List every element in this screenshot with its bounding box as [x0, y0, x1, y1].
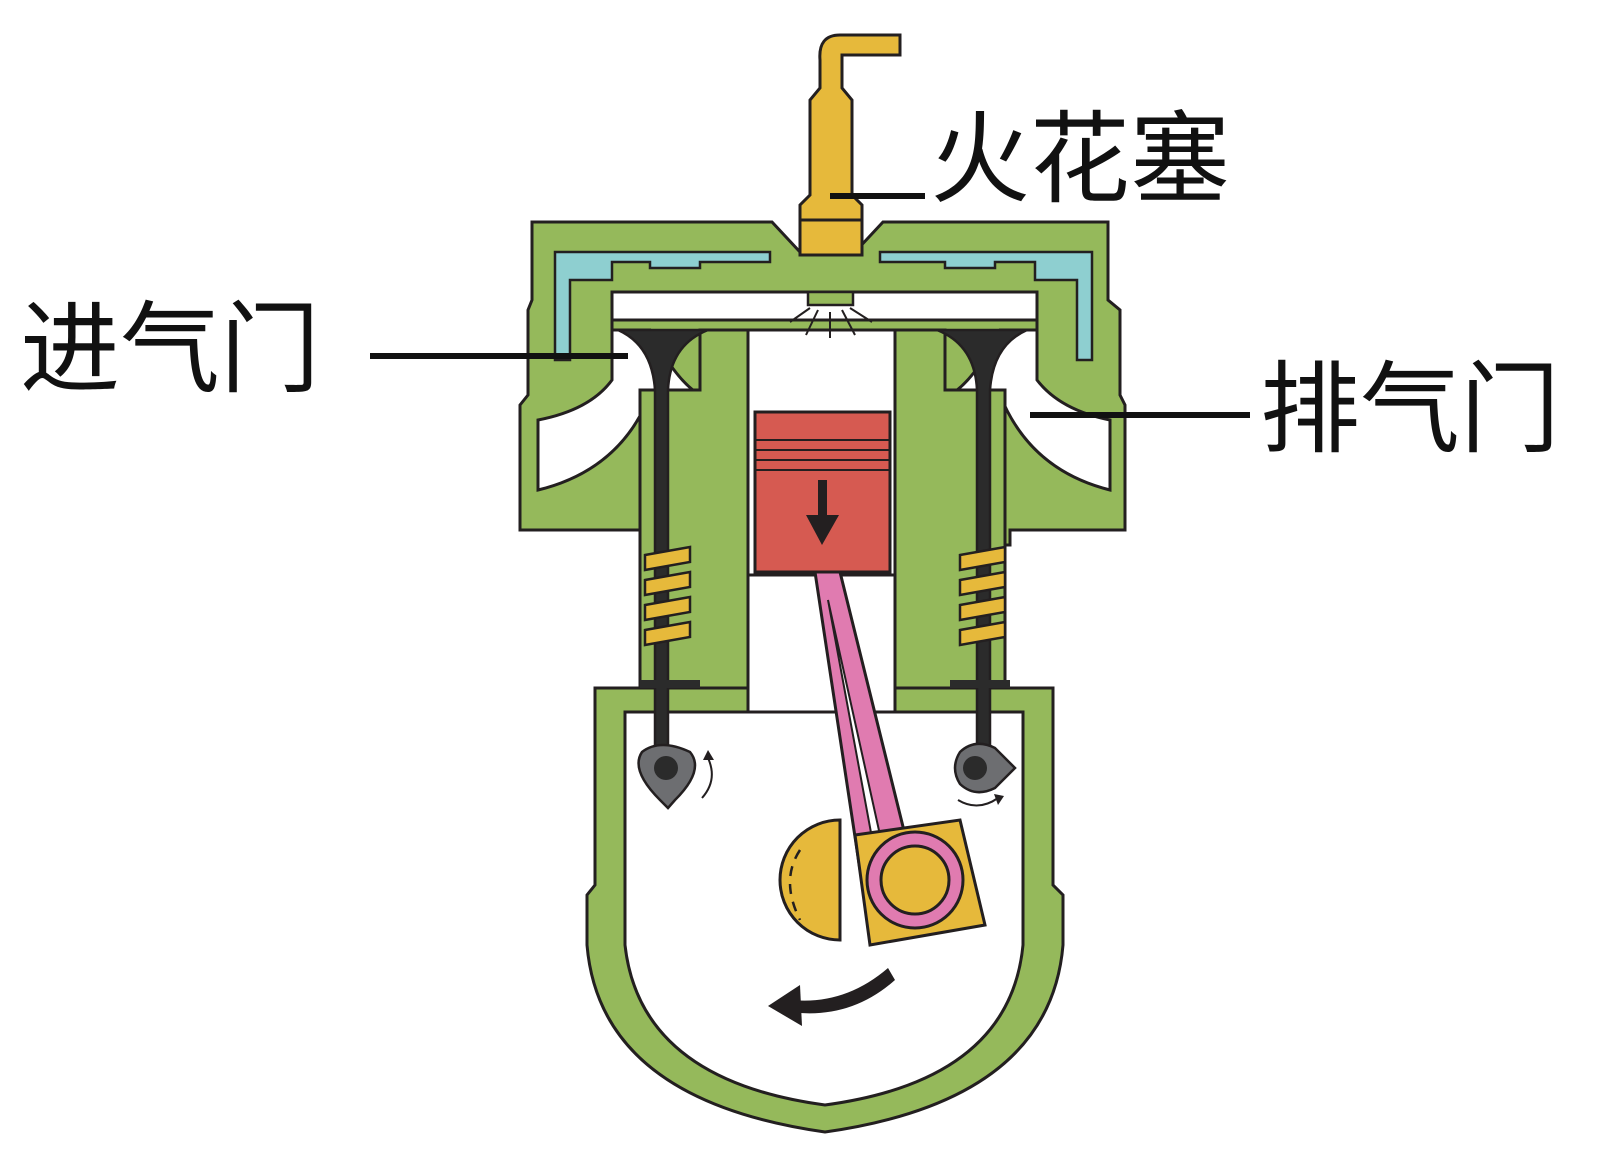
- small-curved-arrow-icon: [701, 757, 713, 799]
- spark-plug: [789, 33, 902, 338]
- intake-cam: [637, 743, 697, 810]
- seal-left-top: [553, 250, 772, 362]
- spark-plug-label: 火花塞: [930, 101, 1230, 218]
- intake-valve: [617, 328, 714, 810]
- piston: [753, 410, 892, 574]
- intake-valve-label: 进气门: [20, 291, 320, 408]
- curved-arrow-icon: [768, 968, 895, 1026]
- arrow-down-icon: [806, 480, 839, 545]
- exhaust-valve-label: 排气门: [1260, 351, 1560, 468]
- exhaust-cam: [953, 742, 1017, 794]
- spark-icon: [789, 307, 873, 338]
- exhaust-valve-spring: [958, 545, 1007, 647]
- exhaust-valve: [936, 328, 1028, 807]
- seal-right-top: [878, 250, 1094, 362]
- crankshaft: [778, 818, 987, 947]
- intake-valve-spring: [643, 545, 692, 647]
